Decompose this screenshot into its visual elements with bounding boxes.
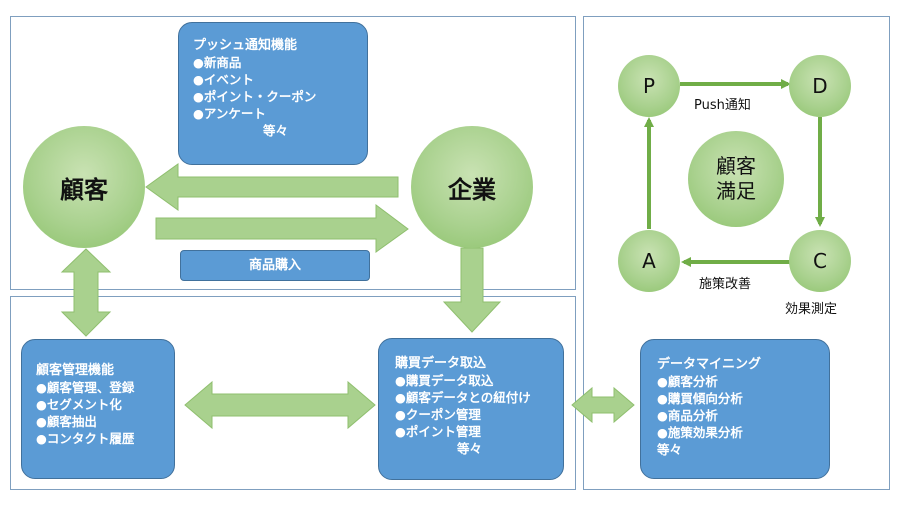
push-box-etc: 等々 [263,123,289,138]
pdca-a-label: A [642,249,656,273]
pdca-c-label: C [813,249,827,273]
push-item: ●イベント [193,72,254,87]
push-item: ●新商品 [193,55,242,70]
customer-circle: 顧客 [23,126,145,248]
purchase-label: 商品購入 [248,258,301,273]
measurement-label: 効果測定 [785,302,838,317]
crm-box: 顧客管理機能 ●顧客管理、登録 ●セグメント化 ●顧客抽出 ●コンタクト履歴 [21,339,175,479]
data-mining-etc: 等々 [657,442,683,457]
data-mining-box-title: データマイニング [657,357,762,372]
data-mining-item: ●商品分析 [657,408,718,423]
data-mining-box: データマイニング ●顧客分析 ●購買傾向分析 ●商品分析 ●施策効果分析 等々 [640,339,830,479]
push-item: ●アンケート [193,106,266,121]
data-mining-item: ●顧客分析 [657,374,718,389]
pdca-c-circle: C [789,230,851,292]
pdca-p-label: P [642,74,656,98]
crm-box-title: 顧客管理機能 [36,363,115,378]
crm-item: ●セグメント化 [36,397,122,412]
purchase-data-item: ●クーポン管理 [395,407,481,422]
customer-crm-double-arrow [60,248,112,337]
customer-circle-label: 顧客 [60,175,108,204]
satisfaction-line-2: 満足 [716,179,756,203]
pdca-d-label: D [812,74,828,98]
right-arrow [155,204,409,253]
purchase-data-item: ●ポイント管理 [395,424,481,439]
push-notification-label: Push通知 [694,98,751,113]
purchase-data-item: ●購買データ取込 [395,373,494,388]
company-circle-label: 企業 [448,175,496,204]
purchase-data-etc: 等々 [457,441,483,456]
company-down-arrow [442,247,502,333]
purchase-label-box: 商品購入 [180,250,370,281]
pdca-d-circle: D [789,55,851,117]
satisfaction-line-1: 顧客 [716,154,756,178]
purchase-mining-double-arrow [571,386,635,424]
crm-purchase-double-arrow [184,380,376,430]
crm-item: ●コンタクト履歴 [36,431,135,446]
company-circle: 企業 [411,126,533,248]
purchase-data-box-title: 購買データ取込 [395,356,487,371]
data-mining-item: ●購買傾向分析 [657,391,743,406]
data-mining-item: ●施策効果分析 [657,425,743,440]
push-notification-box: プッシュ通知機能 ●新商品 ●イベント ●ポイント・クーポン ●アンケート 等々 [178,22,368,165]
left-arrow [145,163,399,211]
improvement-label: 施策改善 [699,277,752,292]
pdca-a-circle: A [618,230,680,292]
purchase-data-item: ●顧客データとの紐付け [395,390,531,405]
push-item: ●ポイント・クーポン [193,89,317,104]
crm-item: ●顧客抽出 [36,414,97,429]
purchase-data-box: 購買データ取込 ●購買データ取込 ●顧客データとの紐付け ●クーポン管理 ●ポイ… [378,338,564,480]
crm-item: ●顧客管理、登録 [36,380,135,395]
push-box-title: プッシュ通知機能 [193,38,298,53]
pdca-p-circle: P [618,55,680,117]
customer-satisfaction-circle: 顧客 満足 [688,131,784,227]
